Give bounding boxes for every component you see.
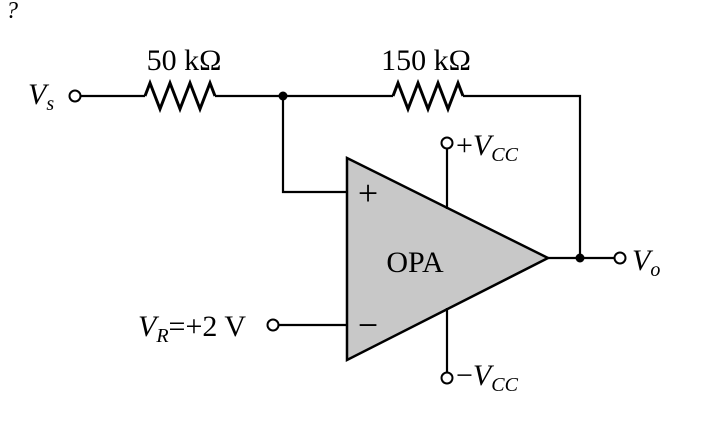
negative-supply-terminal <box>440 371 454 385</box>
resistor-150k-label: 150 kΩ <box>381 44 471 77</box>
positive-supply-terminal <box>440 136 454 150</box>
resistor-150k <box>391 78 465 114</box>
vs-label: Vs <box>28 78 54 115</box>
noninverting-feed-wire <box>281 96 347 194</box>
feedback-wire <box>463 94 582 258</box>
corner-question-mark: ? <box>6 0 18 24</box>
resistor-50k <box>143 78 217 114</box>
vs-terminal <box>68 89 82 103</box>
inverting-input-symbol: − <box>358 305 378 345</box>
output-junction-dot <box>575 253 585 263</box>
vo-label: Vo <box>632 244 660 281</box>
negative-supply-label: −VCC <box>456 359 519 396</box>
vr-label: VR=+2 V <box>138 310 246 347</box>
resistor-50k-label: 50 kΩ <box>147 44 222 77</box>
opamp-label: OPA <box>386 246 444 279</box>
vr-terminal <box>266 318 280 332</box>
positive-supply-label: +VCC <box>456 129 519 166</box>
noninverting-input-symbol: + <box>358 173 378 213</box>
vo-terminal <box>613 251 627 265</box>
